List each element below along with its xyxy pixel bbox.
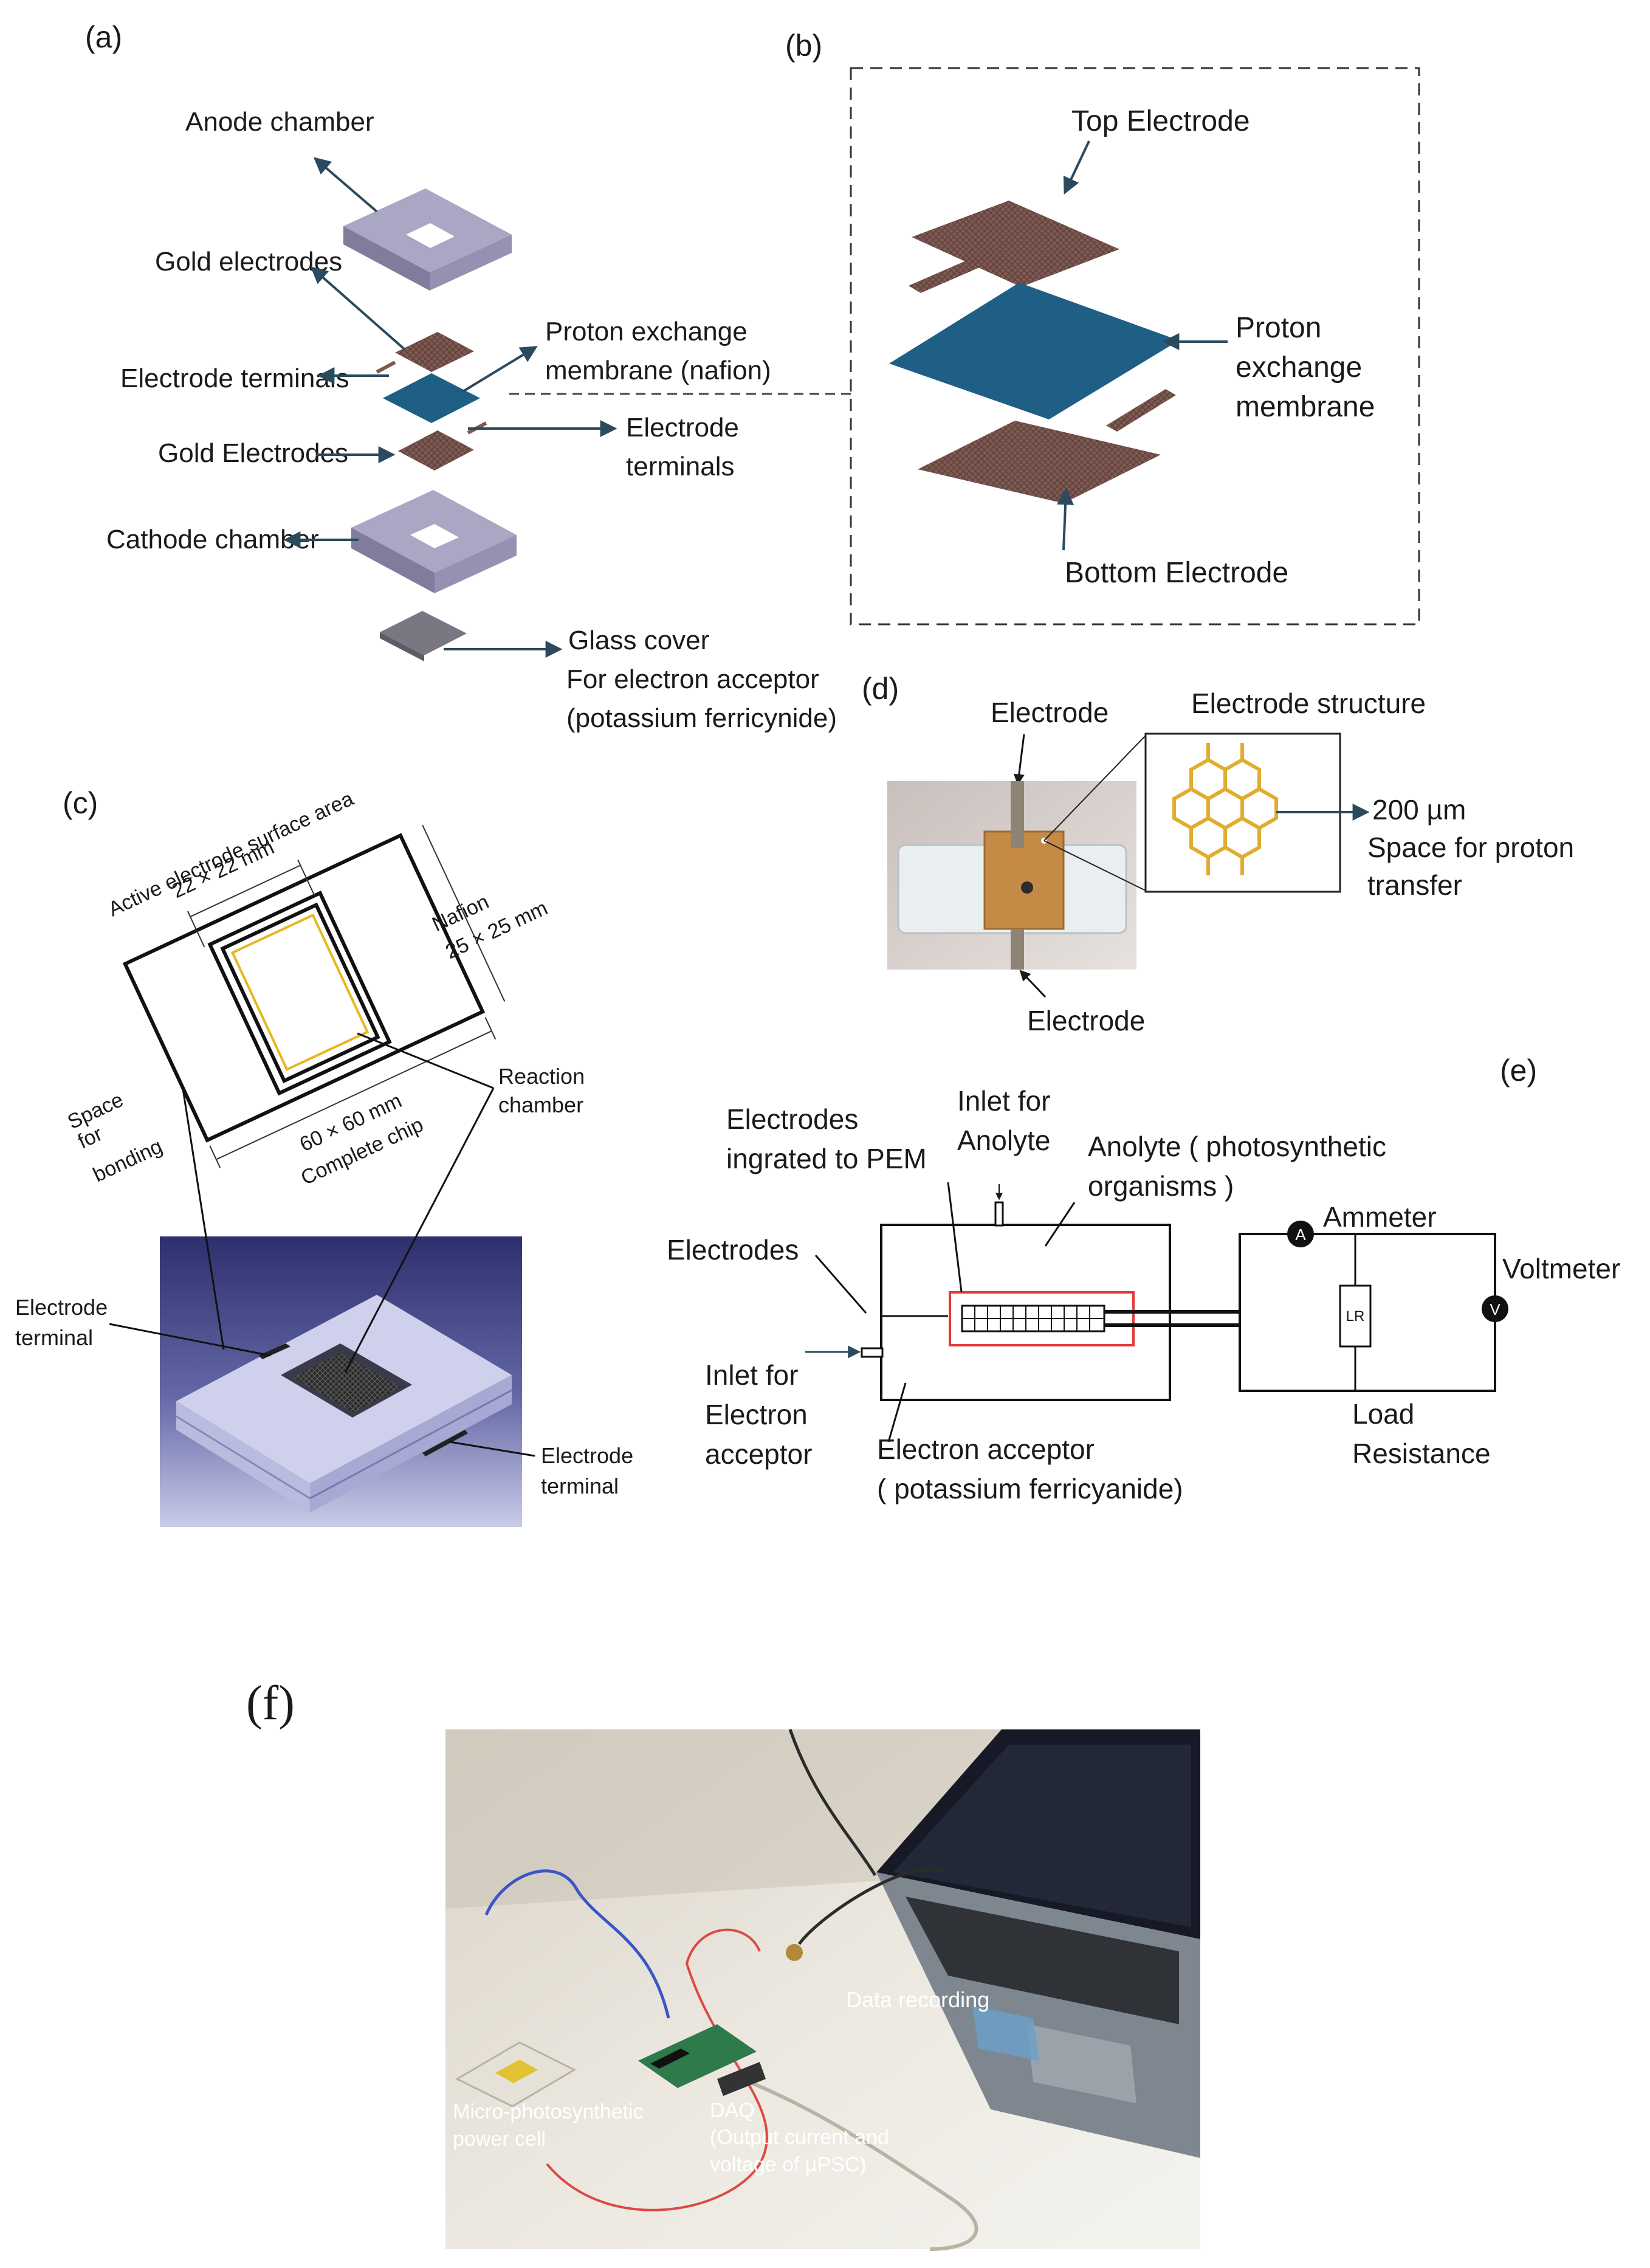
glass-cover-label-1: Glass cover — [568, 626, 709, 655]
data-recording-label: Data recording — [846, 1987, 989, 2012]
laptop-keyboard — [906, 1897, 1179, 2024]
panel-f: (f) Data recordi — [246, 1677, 1200, 2251]
integrated-label-2: ingrated to PEM — [726, 1143, 927, 1174]
nafion-outline — [207, 891, 392, 1096]
gold-electrodes-top-label: Gold electrodes — [155, 247, 342, 277]
power-cell-label-1: Micro-photosynthetic — [453, 2100, 644, 2123]
daq-label-3: voltage of µPSC) — [710, 2153, 867, 2176]
panel-b-dashed-frame — [850, 67, 1420, 626]
terminal-right-label-1: Electrode — [541, 1443, 633, 1468]
active-area-outline — [230, 913, 370, 1072]
inlet-acceptor-label-2: Electron — [705, 1399, 808, 1430]
anolyte-label-2: organisms ) — [1088, 1170, 1234, 1202]
panel-b-label: (b) — [785, 29, 822, 63]
load-label-2: Resistance — [1352, 1438, 1491, 1469]
cad-render — [160, 1236, 522, 1527]
honeycomb-pattern — [1172, 743, 1278, 875]
setup-photo — [445, 1729, 1200, 2251]
panel-d-label: (d) — [862, 672, 899, 706]
load-resistor — [1339, 1284, 1372, 1348]
panel-c: (c) Active electrode surface area 22 × 2… — [15, 786, 633, 1527]
pem-label-b-2: exchange — [1236, 351, 1362, 384]
inlet-anolyte-label-1: Inlet for — [957, 1085, 1050, 1117]
glass-cover-label-3: (potassium ferricynide) — [566, 703, 837, 733]
laptop-touchpad — [1027, 2024, 1136, 2103]
top-electrode-plate — [912, 201, 1119, 287]
anolyte-label-1: Anolyte ( photosynthetic — [1088, 1131, 1386, 1162]
terminal-right-label-2: terminal — [541, 1474, 619, 1498]
inlet-acceptor-label-1: Inlet for — [705, 1359, 798, 1391]
electrode-structure-label: Electrode structure — [1191, 688, 1426, 719]
electrode-terminals-right-label-2: terminals — [626, 452, 735, 481]
daq-board — [638, 2024, 757, 2088]
reaction-chamber-label-1: Reaction — [498, 1064, 585, 1089]
pem-plate — [889, 283, 1179, 419]
electrode-grid — [961, 1305, 1105, 1332]
integrated-label-1: Electrodes — [726, 1103, 858, 1135]
terminal-left-label-1: Electrode — [15, 1295, 108, 1320]
cathode-chamber-block — [351, 490, 517, 593]
panel-b: (b) Top Electrode Proton exchange membra… — [785, 29, 1420, 626]
ammeter-symbol-letter: A — [1295, 1225, 1306, 1244]
pem-red-box — [949, 1291, 1135, 1346]
acceptor-label-1: Electron acceptor — [877, 1433, 1095, 1465]
daq-label-2: (Output current and — [710, 2126, 889, 2149]
panel-c-label: (c) — [63, 786, 98, 820]
electrode-terminals-left-label: Electrode terminals — [120, 364, 349, 393]
resistor-symbol: LR — [1346, 1308, 1365, 1325]
inlet-anolyte-label-2: Anolyte — [957, 1125, 1050, 1156]
complete-chip-outline — [122, 833, 486, 1143]
panel-e-label: (e) — [1500, 1053, 1537, 1087]
membrane-piece — [383, 373, 480, 423]
ammeter-symbol — [1287, 1221, 1314, 1247]
power-cell-label-2: power cell — [453, 2128, 546, 2151]
top-electrode-label: Top Electrode — [1071, 105, 1250, 137]
voltmeter-symbol — [1482, 1295, 1508, 1322]
electrode-terminals-right-label-1: Electrode — [626, 413, 739, 443]
terminal-left-label-2: terminal — [15, 1325, 93, 1350]
chip-top-view — [122, 825, 506, 1168]
gold-electrodes-bottom-label: Gold Electrodes — [158, 438, 348, 468]
panel-e: (e) Electrodes ingrated to PEM Inlet for… — [667, 1053, 1620, 1505]
reaction-chamber-mesh — [293, 1353, 401, 1412]
device-photo — [887, 781, 1136, 970]
panel-a: (a) Anode chamber Gold electrodes — [85, 20, 851, 733]
anode-arrow — [313, 157, 378, 213]
reaction-chamber-label-2: chamber — [498, 1092, 583, 1117]
inlet-acceptor-label-3: acceptor — [705, 1438, 812, 1470]
pem-label-b-3: membrane — [1236, 391, 1375, 423]
load-label-1: Load — [1352, 1398, 1414, 1430]
gold-electrode-bottom — [398, 430, 474, 470]
size-label: 200 µm — [1372, 794, 1466, 826]
electrodes-label: Electrodes — [667, 1234, 799, 1266]
pem-label-b-1: Proton — [1236, 312, 1321, 344]
anode-chamber-block — [343, 188, 512, 291]
pem-label-2: membrane (nafion) — [545, 356, 771, 385]
pem-label-1: Proton exchange — [545, 317, 748, 346]
voltmeter-symbol-letter: V — [1490, 1300, 1500, 1318]
bottom-electrode-label: Bottom Electrode — [1065, 557, 1288, 589]
panel-a-label: (a) — [85, 20, 122, 54]
anode-chamber-label: Anode chamber — [185, 107, 374, 137]
gold-electrode-top — [395, 332, 474, 372]
voltmeter-label: Voltmeter — [1502, 1253, 1620, 1284]
electrode-bottom-label-d: Electrode — [1027, 1005, 1145, 1036]
ammeter-label: Ammeter — [1323, 1201, 1437, 1233]
acceptor-label-2: ( potassium ferricyanide) — [877, 1473, 1183, 1505]
glass-cover-plate — [380, 611, 467, 655]
bottom-electrode-plate — [918, 421, 1161, 503]
daq-label-1: DAQ — [710, 2099, 755, 2122]
proton-space-label-2: transfer — [1367, 869, 1462, 901]
glass-cover-label-2: For electron acceptor — [566, 664, 819, 694]
electrode-top-label-d: Electrode — [991, 697, 1109, 728]
panel-d: (d) Electrode Electrode structure — [862, 672, 1574, 1036]
proton-space-label-1: Space for proton — [1367, 832, 1574, 863]
panel-f-label: (f) — [246, 1677, 295, 1730]
